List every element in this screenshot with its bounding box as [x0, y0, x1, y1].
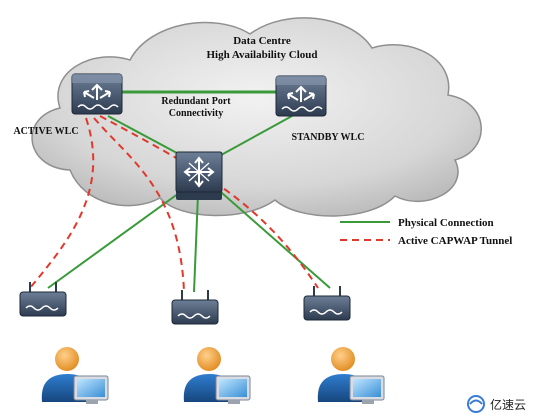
- standby-wlc-label: STANDBY WLC: [292, 132, 365, 143]
- legend-capwap-label: Active CAPWAP Tunnel: [398, 235, 512, 247]
- link-switch-to-ap-middle: [193, 193, 199, 293]
- access-point-icon: [303, 286, 351, 321]
- link-label-line1: Redundant Port: [161, 96, 231, 107]
- tunnel-to-ap-middle: [93, 117, 185, 293]
- active-wlc-label: ACTIVE WLC: [13, 126, 78, 137]
- data-centre-cloud: [31, 17, 482, 217]
- user-workstation-icon: [317, 347, 385, 404]
- link-standby-to-switch: [211, 115, 293, 161]
- cloud-title-line1: Data Centre: [233, 35, 291, 47]
- tunnel-to-ap-right: [99, 115, 319, 289]
- watermark: 亿速云: [467, 395, 526, 413]
- capwap-tunnels: [29, 115, 319, 293]
- multilayer-switch-icon: [175, 151, 223, 200]
- legend: Physical Connection Active CAPWAP Tunnel: [340, 217, 512, 247]
- cloud-title-line2: High Availability Cloud: [206, 49, 317, 61]
- link-switch-to-ap-right: [213, 185, 331, 289]
- user-workstation-icon: [183, 347, 251, 404]
- user-workstation-icon: [41, 347, 109, 404]
- tunnel-to-ap-left: [29, 117, 95, 289]
- active-wlc-icon: [71, 73, 123, 115]
- access-point-icon: [171, 290, 219, 325]
- access-point-icon: [19, 282, 67, 317]
- watermark-text: 亿速云: [490, 397, 526, 412]
- standby-wlc-icon: [275, 75, 327, 117]
- legend-physical-label: Physical Connection: [398, 217, 494, 229]
- watermark-logo-icon: [467, 395, 485, 413]
- link-label-line2: Connectivity: [169, 108, 223, 119]
